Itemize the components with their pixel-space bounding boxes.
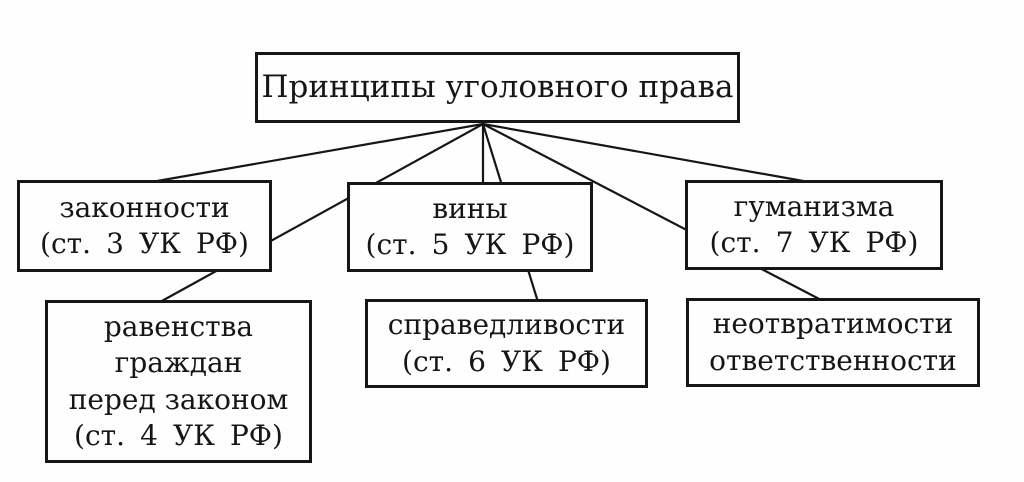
root-node-label: Принципы уголовного права bbox=[261, 69, 734, 106]
node-spravedlivosti: справедливости (ст. 6 УК РФ) bbox=[365, 299, 648, 388]
node-ravenstva: равенства граждан перед законом (ст. 4 У… bbox=[45, 300, 312, 463]
node-label: вины bbox=[432, 191, 508, 225]
node-article-ref: (ст. 3 УК РФ) bbox=[40, 227, 249, 260]
node-label: ответственности bbox=[709, 343, 957, 377]
root-node-title: Принципы уголовного права bbox=[255, 52, 740, 123]
node-article-ref: (ст. 5 УК РФ) bbox=[365, 228, 575, 261]
node-article-ref: (ст. 4 УК РФ) bbox=[74, 418, 283, 452]
node-label: гуманизма bbox=[733, 189, 895, 223]
node-gumanizma: гуманизма (ст. 7 УК РФ) bbox=[685, 180, 943, 270]
edge-root-zakonnosti bbox=[138, 122, 485, 186]
node-label: законности bbox=[59, 190, 230, 224]
node-zakonnosti: законности (ст. 3 УК РФ) bbox=[17, 180, 272, 272]
node-article-ref: (ст. 7 УК РФ) bbox=[709, 226, 919, 259]
node-viny: вины (ст. 5 УК РФ) bbox=[347, 182, 593, 272]
edge-root-ravenstva bbox=[158, 122, 485, 304]
node-label: граждан bbox=[114, 346, 243, 380]
edge-root-gumanizma bbox=[481, 122, 822, 186]
node-label: равенства bbox=[103, 309, 254, 343]
node-label: неотвратимости bbox=[712, 307, 954, 341]
node-label: справедливости bbox=[387, 308, 626, 342]
edge-root-neotvratimosti bbox=[481, 122, 827, 304]
node-label: перед законом bbox=[68, 382, 289, 416]
node-neotvratimosti: неотвратимости ответственности bbox=[686, 298, 980, 387]
node-article-ref: (ст. 6 УК РФ) bbox=[402, 344, 611, 378]
